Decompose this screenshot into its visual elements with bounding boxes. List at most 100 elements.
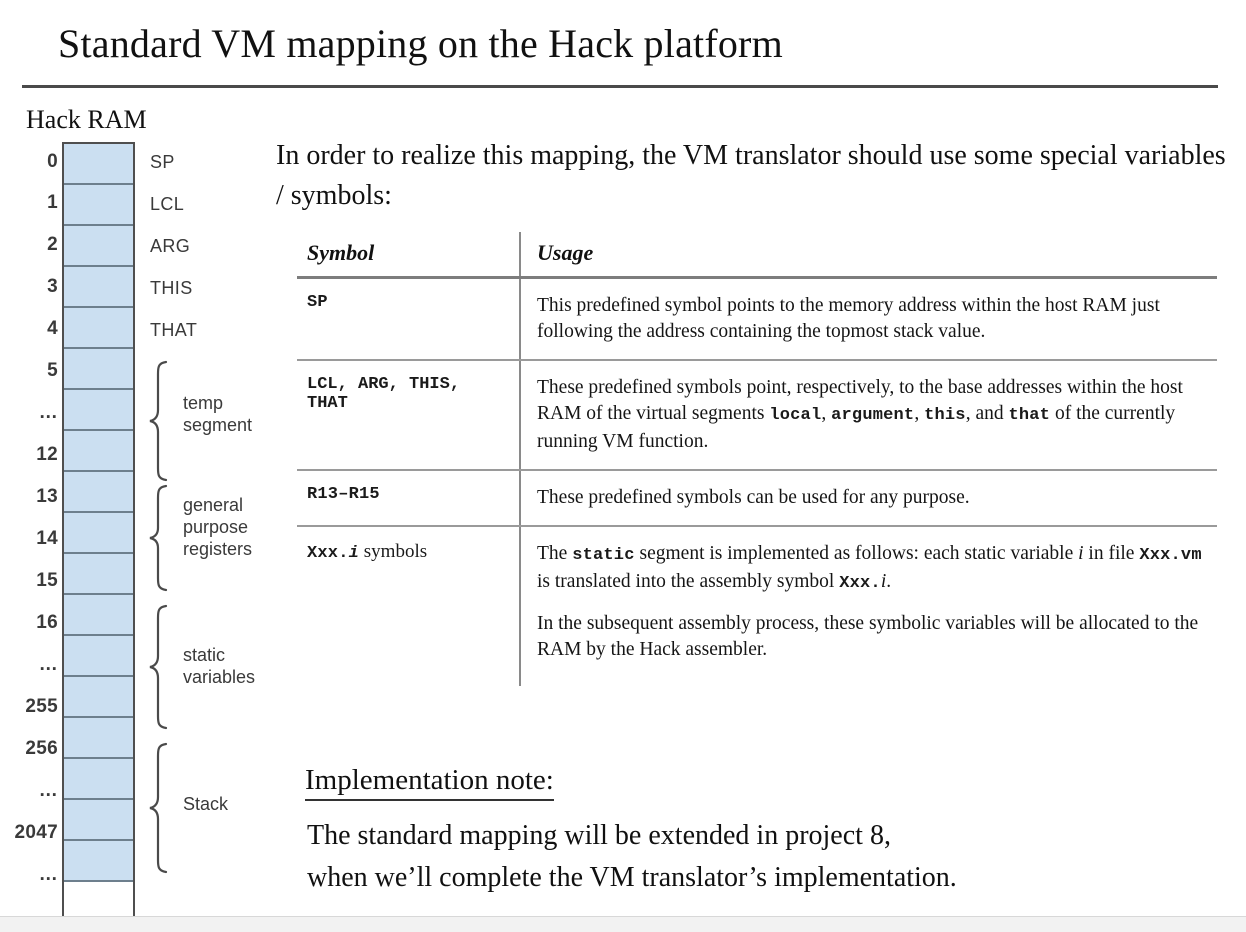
symbol-segment-pointers: LCL, ARG, THIS, THAT	[307, 375, 461, 413]
ram-cell	[64, 636, 133, 677]
table-cell-symbol: LCL, ARG, THIS, THAT	[297, 361, 519, 469]
ram-address: 256	[25, 738, 58, 759]
code-xxx-dot: Xxx.	[839, 574, 881, 593]
ram-address: 1	[47, 192, 58, 213]
implementation-note-body: The standard mapping will be extended in…	[307, 815, 1207, 899]
table-header-symbol-cell: Symbol	[297, 232, 519, 276]
code-this: this	[924, 406, 966, 425]
table-cell-usage: These predefined symbols can be used for…	[519, 471, 1217, 525]
ram-address: 255	[25, 696, 58, 717]
table-cell-symbol: Xxx.i symbols	[297, 527, 519, 677]
ram-cell	[64, 513, 133, 554]
table-header-usage: Usage	[537, 240, 594, 265]
code-static: static	[572, 546, 635, 565]
ram-segment-label-temp: temp segment	[183, 393, 253, 435]
ram-cell	[64, 308, 133, 349]
usage-frag: , and	[965, 403, 1009, 424]
usage-frag: of the currently running VM function.	[537, 403, 1176, 452]
usage-italic-i2: i	[880, 571, 887, 592]
ram-pointer-label-that: THAT	[150, 320, 198, 340]
usage-frag: ,	[821, 403, 832, 424]
ram-cell	[64, 677, 133, 718]
table-row-rule	[297, 359, 1217, 361]
ram-cell	[64, 554, 133, 595]
symbol-r13-r15: R13–R15	[307, 485, 380, 504]
ram-cell	[64, 267, 133, 308]
usage-frag: .	[886, 571, 892, 592]
ram-cell	[64, 390, 133, 431]
ram-cell	[64, 595, 133, 636]
ram-address: 5	[47, 360, 58, 381]
ram-address: 13	[36, 486, 58, 507]
code-argument: argument	[831, 406, 915, 425]
ram-address: …	[38, 402, 58, 423]
ram-diagram-caption: Hack RAM	[26, 105, 147, 134]
ram-segment-label-gp-registers: general purpose registers	[183, 495, 253, 559]
ram-address: 14	[36, 528, 58, 549]
ram-pointer-label-this: THIS	[150, 278, 193, 298]
ram-cell	[64, 349, 133, 390]
code-that: that	[1008, 406, 1051, 425]
ram-cell	[64, 841, 133, 882]
ram-address: 12	[36, 444, 58, 465]
symbol-sp: SP	[307, 293, 328, 312]
table-cell-usage: The static segment is implemented as fol…	[519, 527, 1217, 677]
ram-address: …	[38, 780, 58, 801]
usage-frag: segment is implemented as follows: each …	[634, 543, 1079, 564]
table-column-divider-tail	[519, 600, 521, 686]
ram-cell	[64, 718, 133, 759]
implementation-note-heading: Implementation note:	[305, 764, 554, 801]
implementation-note-line-2: when we’ll complete the VM translator’s …	[307, 862, 957, 893]
symbol-xxx-i: Xxx.	[307, 544, 349, 563]
ram-cell	[64, 472, 133, 513]
ram-pointer-label-lcl: LCL	[150, 194, 185, 214]
table-cell-usage: This predefined symbol points to the mem…	[519, 279, 1217, 359]
ram-segment-label-stack: Stack	[183, 794, 229, 814]
ram-address: 15	[36, 570, 58, 591]
usage-text-secondary: In the subsequent assembly process, thes…	[537, 613, 1199, 660]
ram-address: 4	[47, 318, 58, 339]
table-row: LCL, ARG, THIS, THAT These predefined sy…	[297, 361, 1217, 469]
ram-address: 0	[47, 151, 58, 172]
usage-italic-i: i	[1078, 543, 1084, 564]
table-cell-usage: These predefined symbols point, respecti…	[519, 361, 1217, 469]
ram-cell	[64, 759, 133, 800]
ram-address: …	[38, 864, 58, 885]
usage-text: The static segment is implemented as fol…	[537, 541, 1211, 597]
ram-cell	[64, 431, 133, 472]
brace-general-purpose-registers-icon	[149, 484, 168, 592]
table-cell-symbol: R13–R15	[297, 471, 519, 525]
page-title: Standard VM mapping on the Hack platform	[58, 21, 783, 66]
usage-text: These predefined symbols point, respecti…	[537, 375, 1211, 455]
brace-temp-segment-icon	[149, 360, 168, 482]
table-row: SP This predefined symbol points to the …	[297, 279, 1217, 359]
symbol-xxx-i-suffix: symbols	[359, 541, 428, 562]
table-header-row: Symbol Usage	[297, 232, 1217, 276]
usage-text: These predefined symbols can be used for…	[537, 487, 970, 508]
table-header-usage-cell: Usage	[519, 232, 1217, 276]
usage-text: This predefined symbol points to the mem…	[537, 295, 1160, 342]
ram-address: 2047	[14, 822, 58, 843]
brace-static-variables-icon	[149, 604, 168, 730]
usage-frag: The	[537, 543, 573, 564]
viewer-bottom-strip	[0, 916, 1246, 932]
table-row-rule	[297, 525, 1217, 527]
table-row: R13–R15 These predefined symbols can be …	[297, 471, 1217, 525]
ram-address: 3	[47, 276, 58, 297]
table-row-rule	[297, 469, 1217, 471]
ram-segment-label-static: static variables	[183, 645, 256, 687]
usage-frag: These predefined symbols point, respecti…	[537, 377, 1183, 424]
ram-pointer-label-arg: ARG	[150, 236, 191, 256]
usage-frag: is translated into the assembly symbol	[537, 571, 840, 592]
ram-memory-column	[62, 142, 135, 925]
intro-paragraph: In order to realize this mapping, the VM…	[276, 140, 1226, 211]
ram-address: …	[38, 654, 58, 675]
code-local: local	[769, 406, 822, 425]
implementation-note-line-1: The standard mapping will be extended in…	[307, 820, 891, 851]
code-xxx-vm: Xxx.vm	[1139, 546, 1202, 565]
ram-cell	[64, 800, 133, 841]
usage-frag: ,	[914, 403, 925, 424]
table-header-symbol: Symbol	[307, 240, 375, 265]
symbol-usage-table: Symbol Usage SP This predefined symbol p…	[297, 232, 1217, 677]
ram-cell	[64, 144, 133, 185]
